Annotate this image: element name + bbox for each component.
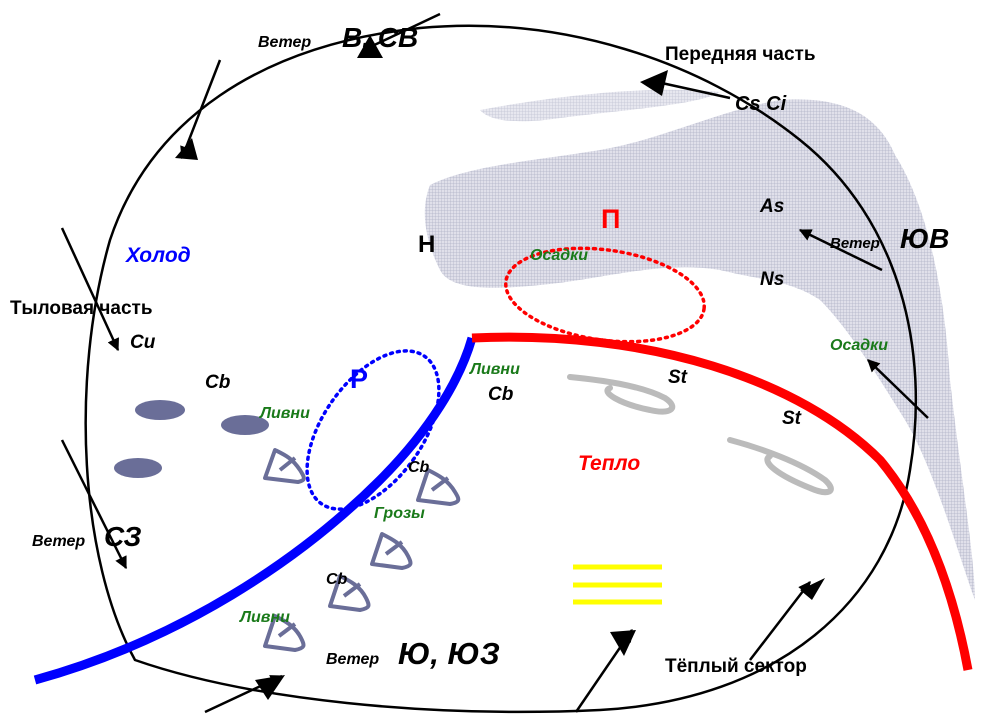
- as-label: As: [759, 196, 784, 217]
- cloud-band-upper: [480, 89, 720, 122]
- cumulonimbus-symbols: [263, 448, 461, 652]
- cu-label: Cu: [130, 332, 156, 353]
- showers-label-1: Ливни: [259, 405, 310, 422]
- st-label-1: St: [668, 367, 688, 388]
- rear-part-label: Тыловая часть: [10, 298, 153, 319]
- warm-front: [471, 332, 973, 671]
- showers-label-2: Ливни: [469, 361, 520, 378]
- ns-label: Ns: [760, 269, 784, 290]
- showers-label-3: Ливни: [239, 609, 290, 626]
- cyclone-outline: [84, 24, 918, 714]
- wind-label-top-small: Ветер: [258, 34, 311, 51]
- cloud-band: [424, 99, 976, 600]
- wind-label-se-small: Ветер: [830, 235, 880, 252]
- wind-label-nw: СЗ: [104, 521, 142, 552]
- warm-label: Тепло: [578, 452, 640, 475]
- wind-label-s: Ю, ЮЗ: [398, 636, 500, 671]
- cb-small-label-2: Cb: [326, 571, 348, 588]
- cs-ci-label: Cs Ci: [735, 93, 787, 115]
- front-part-label: Передняя часть: [665, 44, 816, 65]
- precip-zone-ellipse: [504, 246, 706, 344]
- precip-label-right: Осадки: [830, 337, 888, 354]
- cb-front-label: Cb: [488, 384, 514, 405]
- shower-zone-ellipse: [305, 349, 441, 511]
- cb-left-label: Cb: [205, 372, 231, 393]
- fog-symbol: [573, 564, 662, 605]
- stratus-symbols: [567, 374, 834, 496]
- r-label: Р: [350, 364, 368, 394]
- cumulus-blobs: [114, 400, 269, 478]
- precip-label-main: Осадки: [530, 247, 588, 264]
- thunder-label: Грозы: [374, 505, 425, 522]
- low-pressure-label: Н: [418, 231, 435, 258]
- wind-label-top: В, СВ: [342, 22, 418, 53]
- wind-label-s-small: Ветер: [326, 651, 379, 668]
- st-label-2: St: [782, 408, 802, 429]
- wind-label-se: ЮВ: [900, 223, 949, 254]
- cold-label: Холод: [125, 244, 191, 267]
- wind-arrows: [60, 12, 929, 714]
- warm-sector-label: Тёплый сектор: [665, 656, 807, 677]
- p-label: П: [601, 204, 620, 234]
- wind-label-nw-small: Ветер: [32, 533, 85, 550]
- cb-small-label-1: Cb: [408, 459, 430, 476]
